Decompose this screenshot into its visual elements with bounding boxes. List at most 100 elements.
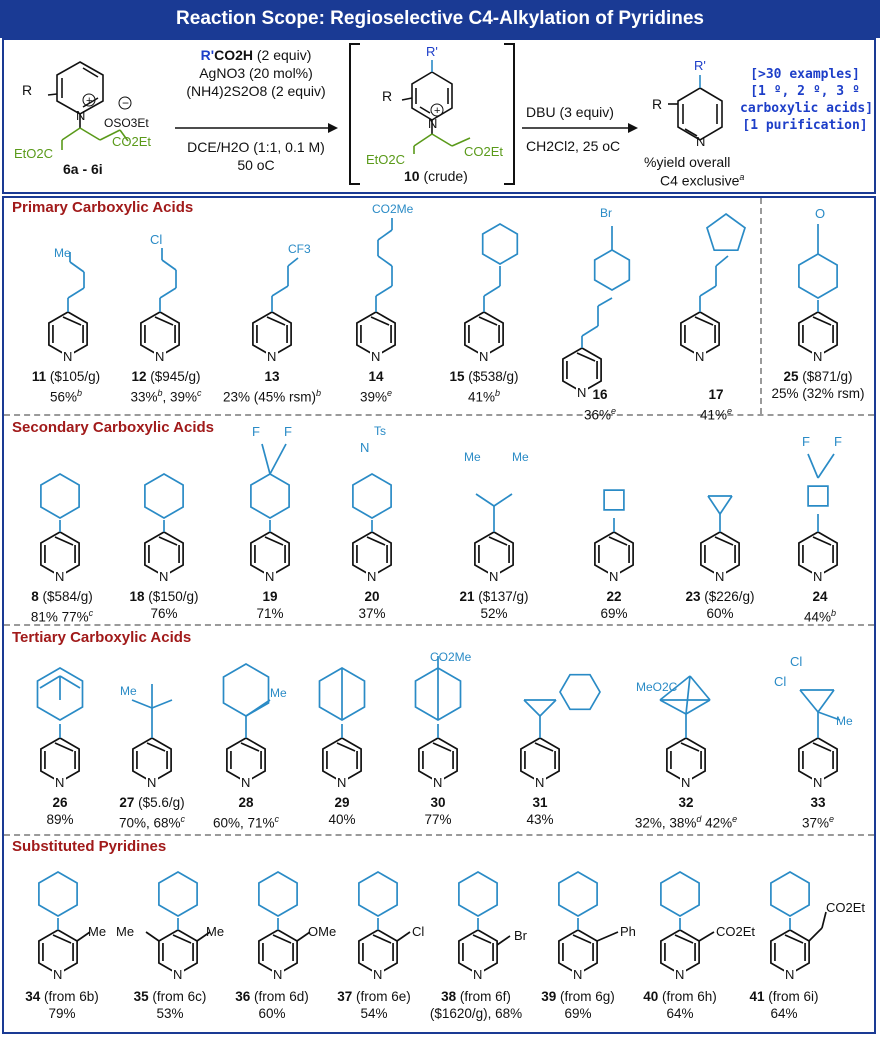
caption-line-1: 35 (from 6c) (134, 988, 207, 1005)
atom-f2-19: F (284, 424, 292, 439)
chain-bond (296, 931, 311, 942)
n-mask (680, 774, 692, 788)
atom-ph-39: Ph (620, 924, 636, 939)
caption-line-1: 41 (from 6i) (749, 988, 818, 1005)
chain-bond (59, 675, 81, 689)
pyridine-double-bond (370, 316, 390, 326)
yield-value: 71% (256, 606, 284, 621)
product-r-label: R (652, 96, 663, 112)
pyridine-double-bond (272, 934, 292, 944)
footnote-mark: b (77, 388, 83, 398)
caption-yield: 37%e (802, 811, 834, 832)
caption-c34: 34 (from 6b)79% (25, 988, 99, 1022)
compound-number: 29 (334, 795, 350, 810)
atom-me-11: Me (54, 246, 71, 260)
caption-line-1: 28 (213, 794, 279, 811)
phenyl-ring (559, 673, 601, 711)
atom-me2-21: Me (512, 450, 529, 464)
caption-line-1: 22 (600, 588, 627, 605)
pyridine-n-atom: N (371, 349, 380, 364)
atom-f2-24: F (834, 434, 842, 449)
pyridine-n-atom: N (155, 349, 164, 364)
compound-number: 23 (685, 589, 701, 604)
atom-co2et-41: CO2Et (826, 900, 866, 915)
atom-meo2c-32: MeO2C (636, 680, 678, 694)
caption-line-1: 29 (328, 794, 355, 811)
highlight-examples: [>30 examples] (750, 67, 860, 82)
caption-yield: 44%b (804, 605, 836, 626)
compound-number: 11 (31, 369, 47, 384)
yield-value: 52% (480, 606, 508, 621)
compound-number: 40 (643, 989, 659, 1004)
svg-text:−: − (122, 96, 129, 110)
cyclohexyl-ring (158, 871, 198, 917)
caption-c37: 37 (from 6e)54% (337, 988, 411, 1022)
compound-note: ($5.6/g) (134, 795, 185, 810)
footnote-mark: c (88, 608, 94, 618)
divider-3 (4, 834, 874, 836)
caption-line-1: 36 (from 6d) (235, 988, 309, 1005)
pyridine-n-atom: N (433, 775, 442, 790)
start-ester-left: EtO2C (14, 146, 54, 161)
atom-me1-21: Me (464, 450, 481, 464)
yield-value: 37% (801, 815, 830, 831)
pyridine-double-bond (478, 316, 498, 326)
caption-line-1: 14 (360, 368, 392, 385)
chain-bond (659, 699, 687, 715)
footnote-mark-2: e (732, 814, 738, 824)
pyridine-double-bond (54, 742, 74, 752)
caption-line-1: 19 (256, 588, 283, 605)
n-mask (674, 966, 686, 980)
n-mask (158, 568, 170, 582)
footnote-mark: b (495, 388, 501, 398)
caption-line-1: 34 (from 6b) (25, 988, 99, 1005)
caption-yield: 70%, 68%c (119, 811, 185, 832)
chain-bond (483, 285, 501, 297)
yield-value: 77% (424, 812, 452, 827)
pyridine-double-bond (576, 352, 596, 362)
caption-line-1: 18 ($150/g) (129, 588, 198, 605)
chain-bond (496, 935, 511, 946)
atom-co2me-30: CO2Me (430, 650, 472, 664)
divider-1 (4, 414, 874, 416)
difluorocyclohexyl-ring (250, 473, 290, 519)
pyridine-double-bond (784, 934, 804, 944)
compound-number: 39 (541, 989, 557, 1004)
chain-bond (539, 699, 557, 717)
caption-yield: 60% (685, 605, 754, 622)
pyridine-double-bond (432, 742, 452, 752)
compound-number: 32 (678, 795, 694, 810)
pyridine-n-atom: N (479, 349, 488, 364)
cyclobutyl-ring (603, 489, 625, 511)
caption-yield: 71% (256, 605, 283, 622)
atom-ome-36: OMe (308, 924, 337, 939)
yield-value: 23% (45% rsm) (222, 389, 317, 405)
caption-yield: 69% (600, 605, 627, 622)
caption-line-1: 12 ($945/g) (130, 368, 201, 385)
n-mask (534, 774, 546, 788)
chain-bond (269, 443, 287, 475)
footnote-mark: b (316, 388, 322, 398)
atom-me-34: Me (88, 924, 107, 939)
svg-text:+: + (434, 105, 440, 117)
chain-bond (597, 297, 613, 307)
yield-value: 36% (583, 407, 612, 423)
n-mask (146, 774, 158, 788)
chain-bond (396, 931, 411, 942)
caption-line-1: 23 ($226/g) (685, 588, 754, 605)
chain-bond (287, 257, 299, 267)
compound-number: 31 (532, 795, 548, 810)
atom-ts-20: Ts (374, 424, 386, 438)
yield-value: 54% (360, 1006, 388, 1021)
pyridine-n-atom: N (173, 967, 182, 982)
caption-c38: 38 (from 6f)($1620/g), 68% (430, 988, 522, 1022)
compound-number: 37 (337, 989, 353, 1004)
caption-line-1: 20 (358, 588, 385, 605)
cyclohexyl-ring (258, 871, 298, 917)
chain-bond (821, 911, 827, 929)
compound-number: 25 (783, 369, 799, 384)
caption-c39: 39 (from 6g)69% (541, 988, 615, 1022)
bracket-left (349, 43, 360, 185)
